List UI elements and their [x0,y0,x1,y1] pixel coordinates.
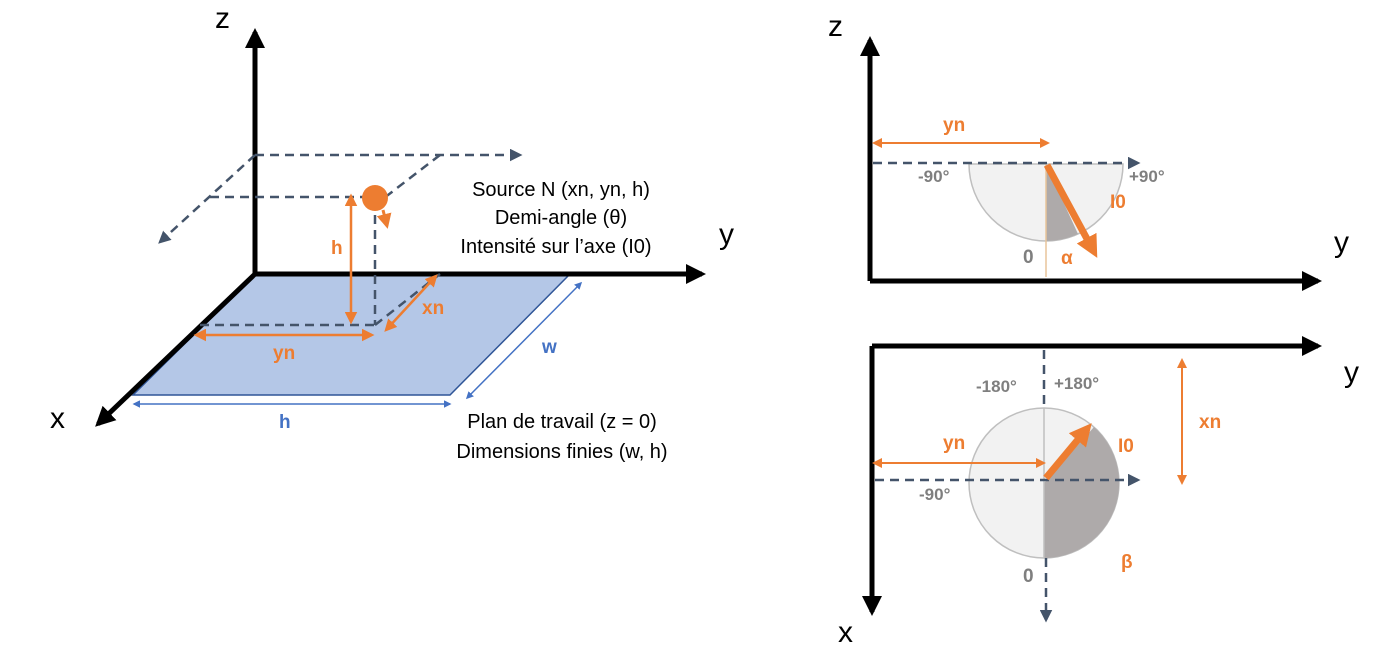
source-description-line3: Intensité sur l’axe (I0) [460,236,651,258]
br-y-label: y [1344,356,1359,389]
x-axis [95,272,257,427]
source-direction-arrow [376,209,392,229]
tr-y-label: y [1334,226,1349,259]
tr-zero-label: 0 [1023,247,1034,268]
br-plus180-label: +180° [1054,374,1099,393]
light-source [362,185,388,211]
w-label: w [541,337,557,358]
br-xn-label: xn [1199,412,1221,433]
plane-description-line2: Dimensions finies (w, h) [456,441,667,463]
plane-h-label: h [279,412,291,433]
plane-description-line1: Plan de travail (z = 0) [467,411,657,433]
left-3d-diagram: z y x h xn yn w h Source N (xn, yn, h) D… [50,2,734,463]
tr-alpha-label: α [1061,248,1073,269]
br-beta-sector [1044,427,1120,559]
w-dimension-arrow [465,281,583,400]
tr-minus90-label: -90° [918,167,950,186]
top-right-zy-diagram: z y yn -90° +90° 0 I0 α [828,10,1349,291]
tr-I0-arrow [1043,163,1098,258]
tr-z-label: z [828,10,843,43]
br-zero-label: 0 [1023,566,1034,587]
left-y-label: y [719,218,734,251]
source-description-line2: Demi-angle (θ) [495,207,627,229]
br-x-label: x [838,616,853,649]
left-x-label: x [50,402,65,435]
source-description-line1: Source N (xn, yn, h) [472,179,650,201]
br-yn-label: yn [943,433,965,454]
br-minus180-label: -180° [976,377,1017,396]
h-vertical-label: h [331,238,343,259]
br-I0-label: I0 [1118,436,1134,457]
xn-label: xn [422,298,444,319]
xn-dimension-arrow [384,274,438,332]
tr-plus90-label: +90° [1129,167,1165,186]
yn-label: yn [273,343,295,364]
br-beta-label: β [1121,552,1133,573]
bottom-right-xy-diagram: y x -180° +180° yn xn -90° 0 I0 β [838,336,1359,649]
br-I0-arrow [1043,423,1092,481]
tr-yn-label: yn [943,115,965,136]
left-z-label: z [215,2,230,35]
tr-I0-label: I0 [1110,192,1126,213]
br-minus90-label: -90° [919,485,951,504]
